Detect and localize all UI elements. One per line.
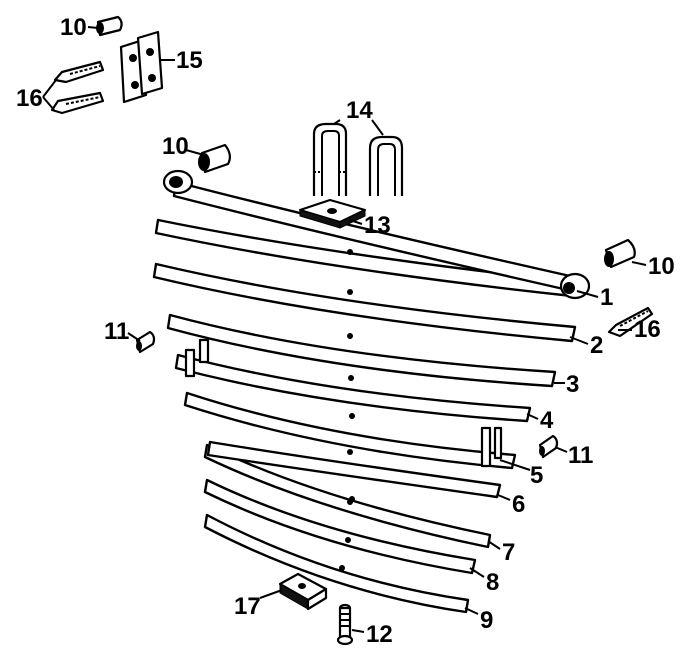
label-15: 15: [176, 47, 203, 74]
bolt-16-lower: [50, 91, 105, 115]
spacer-17: [278, 572, 328, 611]
bolt-16-upper: [53, 60, 105, 84]
leaf-6: [206, 440, 502, 502]
label-5: 5: [530, 462, 543, 489]
label-12: 12: [366, 621, 393, 648]
bushing-10-top: [96, 15, 123, 37]
bushing-10-right: [604, 238, 636, 269]
label-2: 2: [590, 332, 603, 359]
label-11-right: 11: [568, 442, 593, 469]
label-11-left: 11: [104, 318, 129, 345]
label-16-right: 16: [634, 316, 661, 343]
label-10-right: 10: [648, 253, 675, 280]
label-7: 7: [502, 539, 515, 566]
bushing-11-right: [538, 434, 559, 459]
u-bolt-plate-13: [298, 198, 367, 229]
leaf-1-main-leaf: [154, 169, 591, 300]
leaf-4: [174, 348, 532, 468]
bushing-10-left: [198, 143, 232, 174]
label-9: 9: [480, 607, 493, 634]
center-bolt-12: [336, 603, 354, 646]
label-13: 13: [364, 212, 391, 239]
shackle-15: [119, 30, 164, 104]
leaf-2: [152, 262, 577, 343]
leader-lines: [42, 26, 647, 633]
leaf-9: [203, 513, 470, 614]
label-4: 4: [540, 407, 554, 434]
label-17: 17: [234, 593, 261, 620]
u-bolt-14-right: [368, 135, 404, 196]
u-bolt-14-left: [312, 122, 348, 196]
label-8: 8: [486, 569, 499, 596]
label-3: 3: [566, 371, 579, 398]
leaf-8: [203, 478, 477, 575]
leaf-5: [183, 391, 517, 470]
label-14: 14: [346, 97, 373, 124]
label-16-left: 16: [16, 85, 43, 112]
label-6: 6: [512, 491, 525, 518]
leaf-3: [166, 313, 557, 388]
bushing-11-left: [135, 330, 156, 354]
label-1: 1: [600, 284, 613, 311]
label-10-top: 10: [60, 14, 87, 41]
label-10-left: 10: [162, 133, 189, 160]
